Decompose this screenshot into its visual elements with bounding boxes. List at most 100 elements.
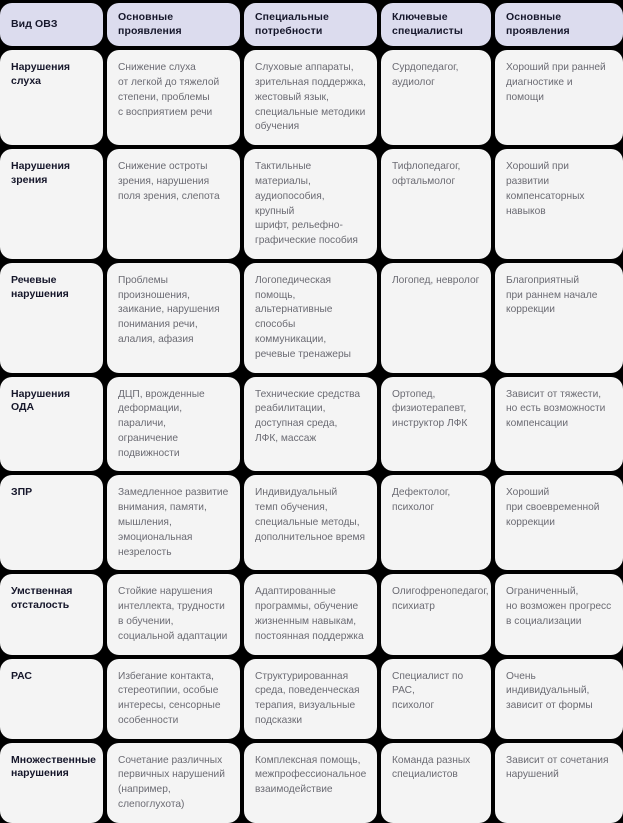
table-cell-signs: Замедленное развитие внимания, памяти, м… [107, 475, 240, 571]
row-label-text: Множественные нарушения [11, 753, 96, 780]
table-cell-text: Хороший при ранней диагностике и помощи [506, 62, 606, 103]
table-cell-text: Замедленное развитие внимания, памяти, м… [118, 487, 229, 558]
row-label-text: ЗПР [11, 486, 33, 499]
table-row: Нарушения ОДА ДЦП, врожденные деформации,… [0, 376, 623, 472]
table-cell-text: Хороший при своевременной коррекции [506, 487, 600, 529]
table-cell-needs: Комплексная помощь, межпрофессиональное … [244, 742, 377, 823]
row-label-cell: Умственная отсталость [0, 574, 103, 655]
table-row: Умственная отсталость Стойкие нарушения и… [0, 574, 623, 655]
table-row: Множественные нарушения Сочетание различн… [0, 742, 623, 823]
column-header-needs: Специальные потребности [244, 3, 377, 47]
table-row: Нарушения слуха Снижение слуха от легкой … [0, 50, 623, 146]
table-cell-specialists: Дефектолог, психолог [381, 475, 491, 571]
table-cell-text: Комплексная помощь, межпрофессиональное … [255, 754, 367, 796]
table-cell-text: Команда разных специалистов [392, 754, 471, 781]
table-cell-specialists: Команда разных специалистов [381, 742, 491, 823]
table-cell-signs: Снижение слуха от легкой до тяжелой степ… [107, 50, 240, 146]
column-header-label: Ключевые специалисты [392, 11, 463, 37]
table-cell-needs: Логопедическая помощь, альтернативные сп… [244, 262, 377, 373]
column-header-label: Основные проявления [118, 11, 182, 37]
table-cell-prognosis: Хороший при развитии компенсаторных навы… [495, 149, 623, 259]
table-cell-text: Снижение слуха от легкой до тяжелой степ… [118, 62, 220, 118]
table-cell-text: Индивидуальный темп обучения, специальны… [255, 487, 366, 543]
column-header-label: Основные проявления [506, 11, 570, 37]
row-label-text: Речевые нарушения [11, 273, 69, 300]
column-header-type: Вид ОВЗ [0, 3, 103, 47]
table-cell-text: Стойкие нарушения интеллекта, трудности … [118, 586, 228, 642]
table-cell-text: Сочетание различных первичных нарушений … [118, 754, 225, 810]
table-cell-prognosis: Очень индивидуальный, зависит от формы [495, 658, 623, 739]
table-cell-needs: Адаптированные программы, обучение жизне… [244, 574, 377, 655]
table-row: РАС Избегание контакта, стереотипии, особ… [0, 658, 623, 739]
table-cell-text: Зависит от сочетания нарушений [506, 754, 609, 781]
table-cell-prognosis: Хороший при своевременной коррекции [495, 475, 623, 571]
column-header-label: Специальные потребности [255, 11, 329, 37]
row-label-text: РАС [11, 669, 32, 682]
table-cell-text: Дефектолог, психолог [392, 487, 451, 514]
table-cell-text: Слуховые аппараты, зрительная поддержка,… [255, 62, 366, 133]
table-cell-specialists: Олигофренопедагог, психиатр [381, 574, 491, 655]
table-cell-prognosis: Зависит от тяжести, но есть возможности … [495, 376, 623, 472]
table-cell-signs: Снижение остроты зрения, нарушения поля … [107, 149, 240, 259]
row-label-cell: РАС [0, 658, 103, 739]
row-label-cell: ЗПР [0, 475, 103, 571]
table-cell-text: Зависит от тяжести, но есть возможности … [506, 388, 606, 430]
table-cell-text: Логопедическая помощь, альтернативные сп… [255, 274, 351, 360]
table-cell-text: Ортопед, физиотерапевт, инструктор ЛФК [392, 388, 468, 430]
table-cell-text: Логопед, невролог [392, 274, 480, 286]
row-label-text: Умственная отсталость [11, 585, 73, 612]
column-header-specialists: Ключевые специалисты [381, 3, 491, 47]
table-cell-prognosis: Благоприятный при раннем начале коррекци… [495, 262, 623, 373]
table-cell-prognosis: Зависит от сочетания нарушений [495, 742, 623, 823]
comparison-table: Вид ОВЗ Основные проявления Специальные по… [0, 3, 623, 823]
table-cell-text: Сурдопедагог, аудиолог [392, 62, 459, 89]
table-cell-specialists: Сурдопедагог, аудиолог [381, 50, 491, 146]
table-cell-text: Проблемы произношения, заикание, нарушен… [118, 274, 220, 345]
table-cell-specialists: Ортопед, физиотерапевт, инструктор ЛФК [381, 376, 491, 472]
table-cell-prognosis: Ограниченный, но возможен прогресс в соц… [495, 574, 623, 655]
table-cell-signs: Стойкие нарушения интеллекта, трудности … [107, 574, 240, 655]
table-cell-text: Адаптированные программы, обучение жизне… [255, 586, 364, 642]
table-cell-text: Структурированная среда, поведенческая т… [255, 670, 360, 726]
table-cell-needs: Структурированная среда, поведенческая т… [244, 658, 377, 739]
row-label-cell: Речевые нарушения [0, 262, 103, 373]
table-cell-text: Ограниченный, но возможен прогресс в соц… [506, 586, 612, 627]
column-header-label: Вид ОВЗ [11, 17, 58, 30]
table-row: Нарушения зрения Снижение остроты зрения,… [0, 149, 623, 259]
table-header-row: Вид ОВЗ Основные проявления Специальные по… [0, 3, 623, 47]
table-row: Речевые нарушения Проблемы произношения, … [0, 262, 623, 373]
table-cell-text: Технические средства реабилитации, досту… [255, 388, 361, 444]
table-cell-text: Избегание контакта, стереотипии, особые … [118, 670, 221, 726]
table-cell-specialists: Логопед, невролог [381, 262, 491, 373]
table-cell-specialists: Тифлопедагог, офтальмолог [381, 149, 491, 259]
row-label-cell: Нарушения зрения [0, 149, 103, 259]
table-cell-signs: Сочетание различных первичных нарушений … [107, 742, 240, 823]
row-label-cell: Нарушения слуха [0, 50, 103, 146]
column-header-signs: Основные проявления [107, 3, 240, 47]
table-cell-needs: Тактильные материалы, аудиопособия, круп… [244, 149, 377, 259]
table-row: ЗПР Замедленное развитие внимания, памяти… [0, 475, 623, 571]
column-header-prognosis: Основные проявления [495, 3, 623, 47]
table-cell-signs: Проблемы произношения, заикание, нарушен… [107, 262, 240, 373]
table-cell-needs: Индивидуальный темп обучения, специальны… [244, 475, 377, 571]
table-cell-text: Хороший при развитии компенсаторных навы… [506, 161, 585, 217]
row-label-cell: Нарушения ОДА [0, 376, 103, 472]
row-label-text: Нарушения зрения [11, 160, 71, 187]
table-cell-needs: Технические средства реабилитации, досту… [244, 376, 377, 472]
table-cell-signs: ДЦП, врожденные деформации, параличи, ог… [107, 376, 240, 472]
table-cell-text: Снижение остроты зрения, нарушения поля … [118, 161, 220, 202]
table-cell-prognosis: Хороший при ранней диагностике и помощи [495, 50, 623, 146]
table-cell-text: Тифлопедагог, офтальмолог [392, 161, 461, 187]
table-cell-text: Специалист по РАС, психолог [392, 670, 464, 712]
table-cell-text: Очень индивидуальный, зависит от формы [506, 670, 593, 712]
table-cell-text: Благоприятный при раннем начале коррекци… [506, 274, 598, 316]
row-label-text: Нарушения слуха [11, 61, 71, 88]
table-cell-specialists: Специалист по РАС, психолог [381, 658, 491, 739]
table-cell-text: Тактильные материалы, аудиопособия, круп… [255, 161, 358, 247]
row-label-cell: Множественные нарушения [0, 742, 103, 823]
table-cell-text: Олигофренопедагог, психиатр [392, 586, 489, 613]
table-cell-signs: Избегание контакта, стереотипии, особые … [107, 658, 240, 739]
table-cell-needs: Слуховые аппараты, зрительная поддержка,… [244, 50, 377, 146]
table-cell-text: ДЦП, врожденные деформации, параличи, ог… [118, 388, 205, 459]
row-label-text: Нарушения ОДА [11, 387, 71, 414]
